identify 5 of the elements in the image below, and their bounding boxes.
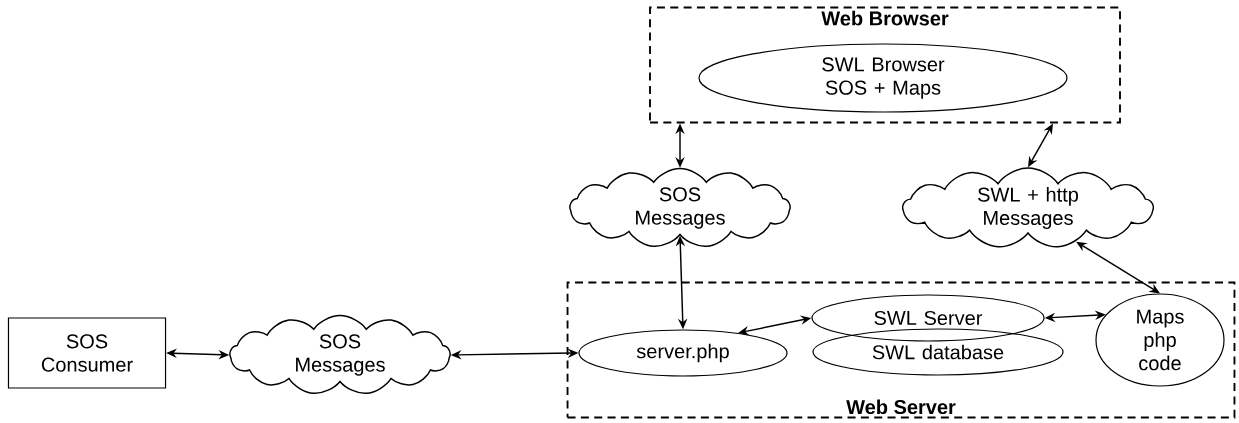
message-cloud: SOS Messages xyxy=(569,167,791,247)
message-cloud: SOS Messages xyxy=(229,314,451,394)
message-cloud: SWL + http Messages xyxy=(902,167,1154,248)
process-box: SOS Consumer xyxy=(7,317,167,389)
arrow xyxy=(1076,241,1160,294)
